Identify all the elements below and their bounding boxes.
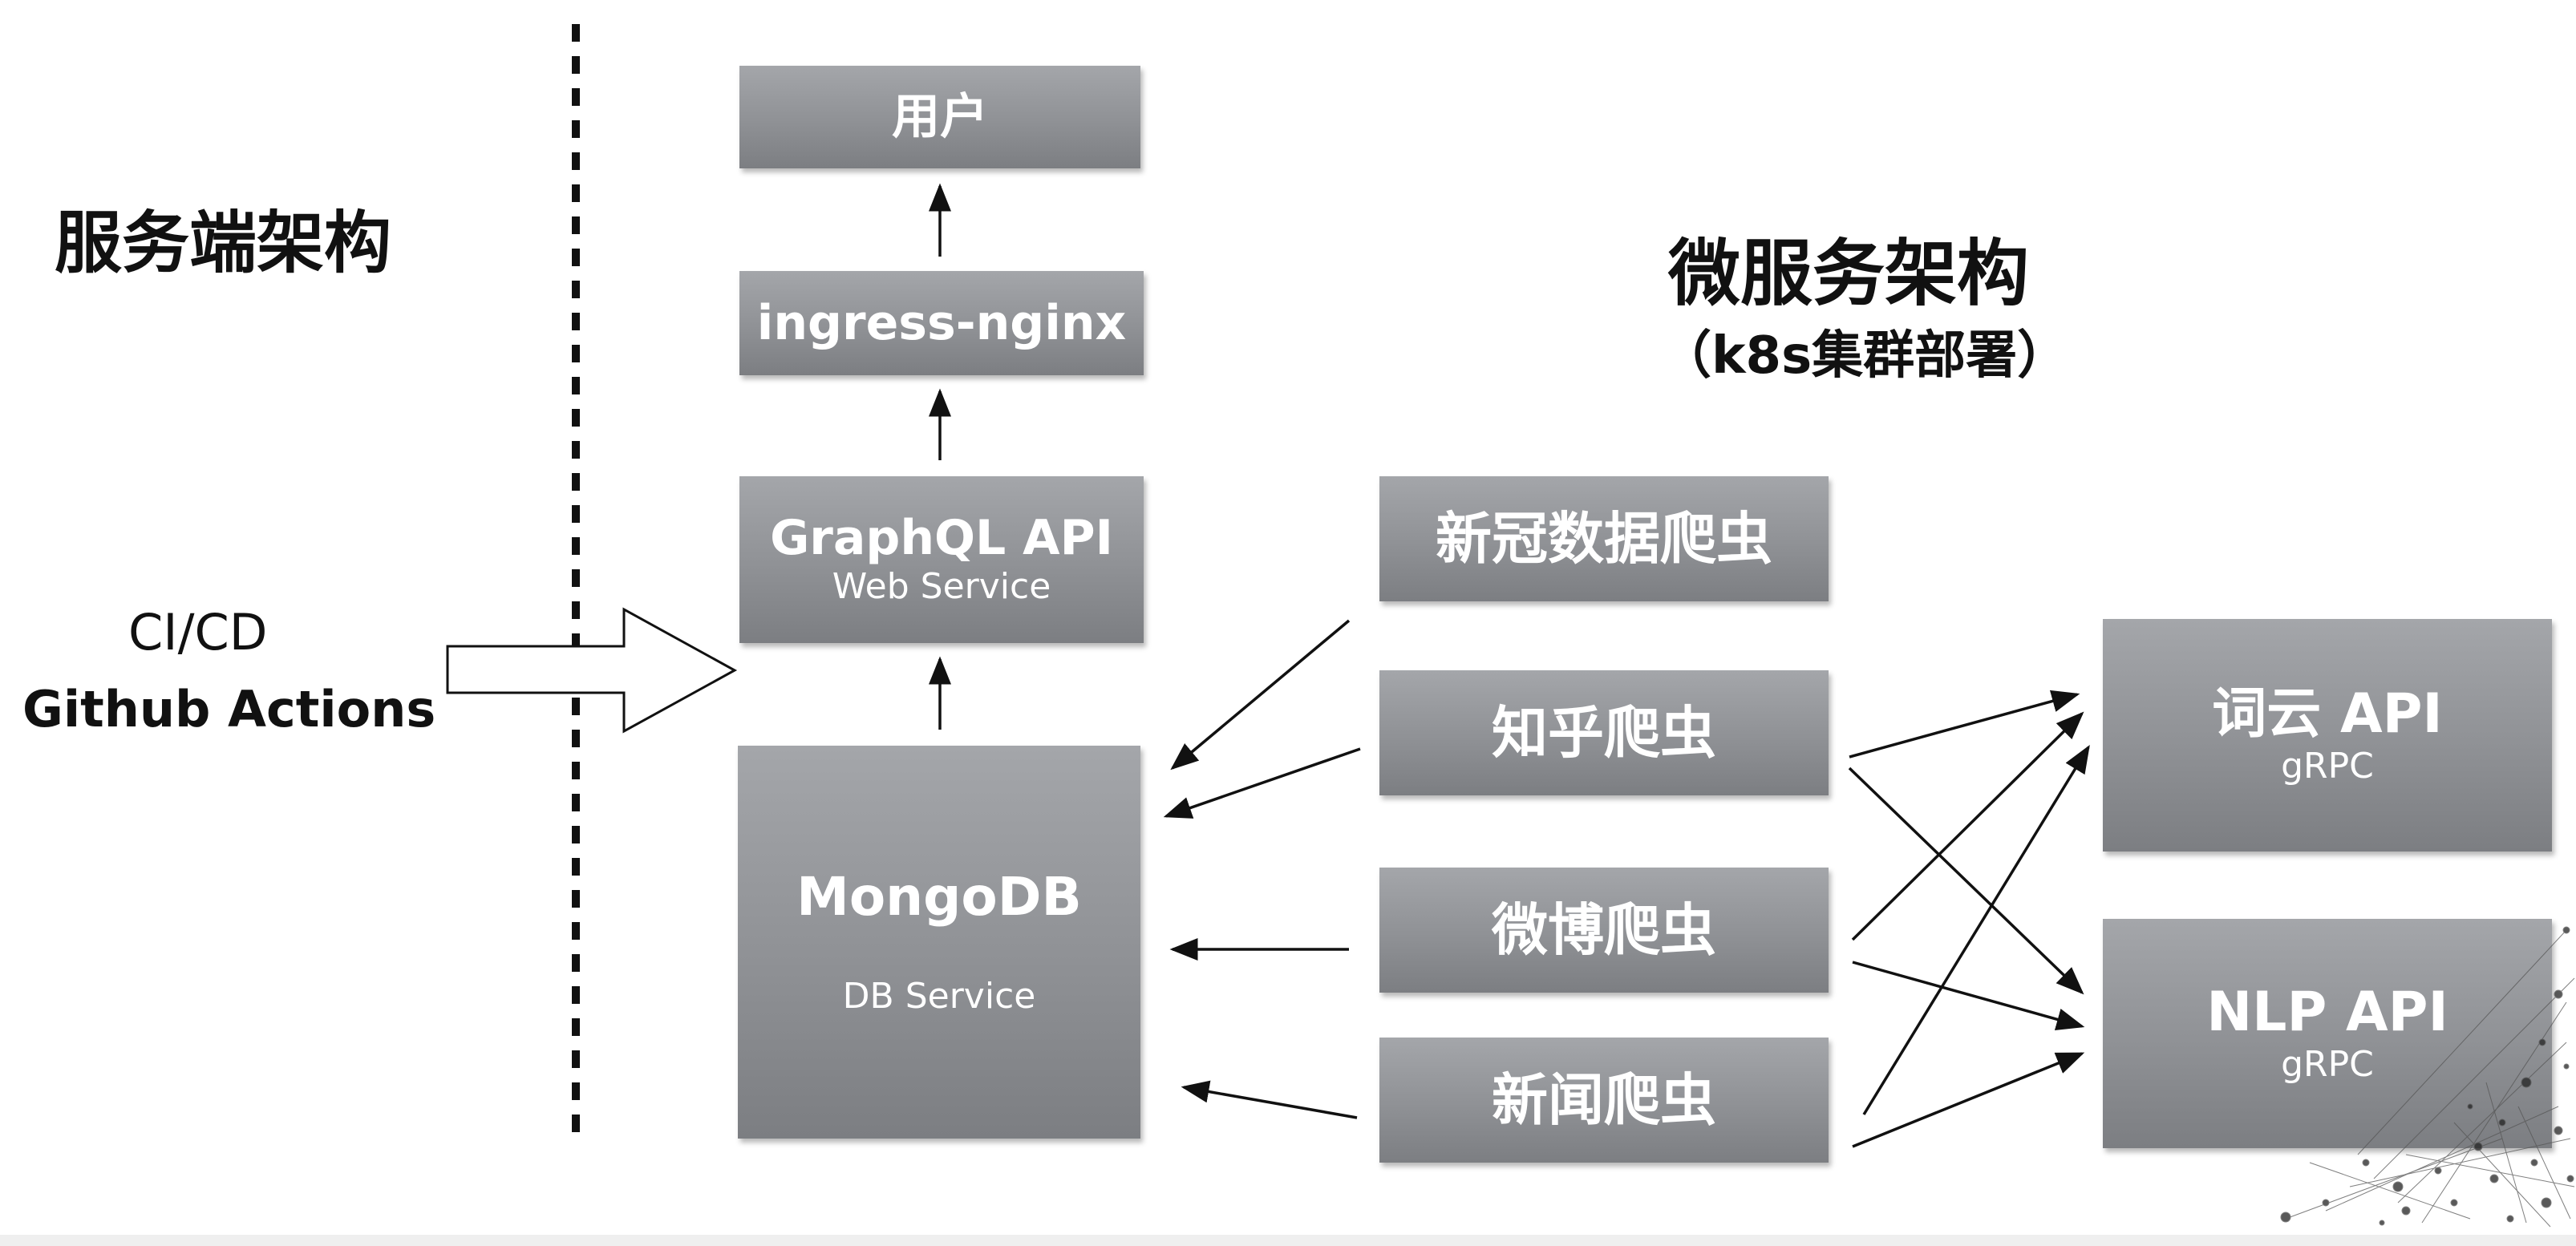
news-crawler-node: 新闻爬虫 — [1379, 1038, 1829, 1163]
graphql-node-title: GraphQL API — [770, 510, 1113, 567]
left-title: 服务端架构 — [55, 204, 392, 282]
mongodb-node-subtitle: DB Service — [842, 975, 1036, 1017]
arrow-covid-to-mongodb — [1170, 619, 1351, 771]
zhihu-crawler-node: 知乎爬虫 — [1379, 670, 1829, 795]
bottom-band — [0, 1235, 2576, 1246]
weibo-crawler-title: 微博爬虫 — [1492, 896, 1716, 963]
covid-crawler-title: 新冠数据爬虫 — [1436, 505, 1772, 572]
covid-crawler-node: 新冠数据爬虫 — [1379, 476, 1829, 601]
arrow-weibo-to-nlp — [1852, 961, 2085, 1030]
weibo-crawler-node: 微博爬虫 — [1379, 868, 1829, 993]
nlp-api-subtitle: gRPC — [2281, 1043, 2374, 1085]
ingress-node-title: ingress-nginx — [756, 294, 1127, 351]
wordcloud-api-title: 词云 API — [2212, 682, 2443, 746]
arrow-zhihu-to-mongodb — [1163, 747, 1361, 819]
graphql-node-subtitle: Web Service — [832, 566, 1051, 608]
arrow-news-to-mongodb — [1181, 1080, 1358, 1119]
arrow-news-to-nlp — [1852, 1052, 2085, 1148]
user-node: 用户 — [739, 66, 1140, 168]
mongodb-node-title: MongoDB — [796, 865, 1082, 928]
arrow-news-to-wordcloud — [1862, 745, 2090, 1115]
graphql-node: GraphQL API Web Service — [739, 476, 1144, 643]
arrow-weibo-to-wordcloud — [1851, 711, 2084, 941]
nlp-api-title: NLP API — [2206, 980, 2448, 1044]
zhihu-crawler-title: 知乎爬虫 — [1492, 699, 1716, 766]
github-actions-label: Github Actions — [22, 680, 436, 738]
arrow-zhihu-to-nlp — [1848, 767, 2084, 995]
right-subtitle: （k8s集群部署） — [1660, 326, 2069, 386]
right-title: 微服务架构 — [1668, 232, 2029, 316]
user-node-title: 用户 — [892, 88, 988, 145]
wordcloud-api-subtitle: gRPC — [2281, 745, 2374, 787]
news-crawler-title: 新闻爬虫 — [1492, 1066, 1716, 1133]
arrow-zhihu-to-wordcloud — [1849, 690, 2080, 759]
ingress-node: ingress-nginx — [739, 271, 1144, 375]
cicd-arrow — [446, 607, 738, 734]
wordcloud-api-node: 词云 API gRPC — [2103, 619, 2552, 852]
cicd-label: CI/CD — [128, 603, 268, 661]
network-decoration — [2280, 926, 2575, 1228]
mongodb-node: MongoDB DB Service — [738, 746, 1140, 1139]
nlp-api-node: NLP API gRPC — [2103, 919, 2552, 1148]
